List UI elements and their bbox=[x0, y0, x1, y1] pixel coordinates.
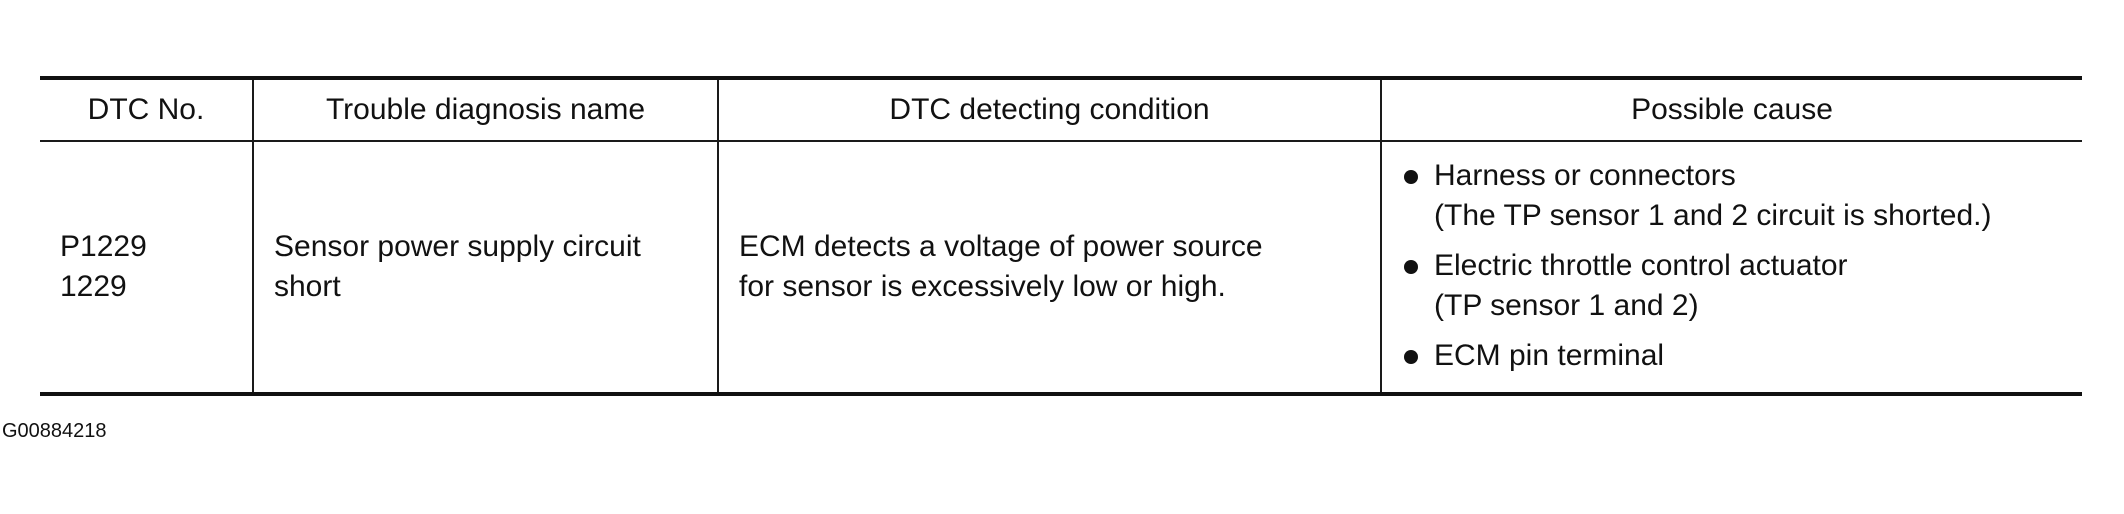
list-item: ECM pin terminal bbox=[1402, 336, 2082, 376]
cause-text: Harness or connectors bbox=[1434, 159, 1736, 192]
header-possible-cause: Possible cause bbox=[1380, 78, 2082, 141]
dtc-code-primary: P1229 bbox=[60, 230, 147, 263]
list-item: Electric throttle control actuator (TP s… bbox=[1402, 246, 2082, 326]
diagnosis-name-cell: Sensor power supply circuit short bbox=[252, 141, 718, 394]
cause-detail: (The TP sensor 1 and 2 circuit is shorte… bbox=[1434, 199, 1992, 232]
cause-detail: (TP sensor 1 and 2) bbox=[1434, 289, 1699, 322]
diagnosis-name-line-2: short bbox=[274, 270, 341, 303]
possible-cause-cell: Harness or connectors (The TP sensor 1 a… bbox=[1380, 141, 2082, 394]
figure-id: G00884218 bbox=[2, 420, 107, 442]
cause-text: Electric throttle control actuator bbox=[1434, 249, 1848, 282]
dtc-code-cell: P1229 1229 bbox=[40, 141, 253, 394]
header-row: DTC No. Trouble diagnosis name DTC detec… bbox=[40, 78, 2082, 141]
table-row: P1229 1229 Sensor power supply circuit s… bbox=[40, 141, 2082, 394]
table-body: P1229 1229 Sensor power supply circuit s… bbox=[40, 141, 2082, 394]
list-item: Harness or connectors (The TP sensor 1 a… bbox=[1402, 156, 2082, 236]
bullet-icon bbox=[1404, 260, 1418, 274]
cause-text: ECM pin terminal bbox=[1434, 339, 1665, 372]
diagnosis-name-line-1: Sensor power supply circuit bbox=[274, 230, 641, 263]
detecting-condition-cell: ECM detects a voltage of power source fo… bbox=[717, 141, 1381, 394]
bullet-icon bbox=[1404, 350, 1418, 364]
dtc-table: DTC No. Trouble diagnosis name DTC detec… bbox=[40, 76, 2082, 396]
possible-cause-list: Harness or connectors (The TP sensor 1 a… bbox=[1382, 142, 2082, 392]
header-trouble-diagnosis-name: Trouble diagnosis name bbox=[252, 78, 718, 141]
dtc-code-secondary: 1229 bbox=[60, 270, 127, 303]
detecting-condition-line-1: ECM detects a voltage of power source bbox=[739, 230, 1263, 263]
header-dtc-detecting-condition: DTC detecting condition bbox=[717, 78, 1381, 141]
bullet-icon bbox=[1404, 170, 1418, 184]
table-header: DTC No. Trouble diagnosis name DTC detec… bbox=[40, 78, 2082, 141]
detecting-condition-line-2: for sensor is excessively low or high. bbox=[739, 270, 1226, 303]
header-dtc-no: DTC No. bbox=[87, 93, 205, 126]
